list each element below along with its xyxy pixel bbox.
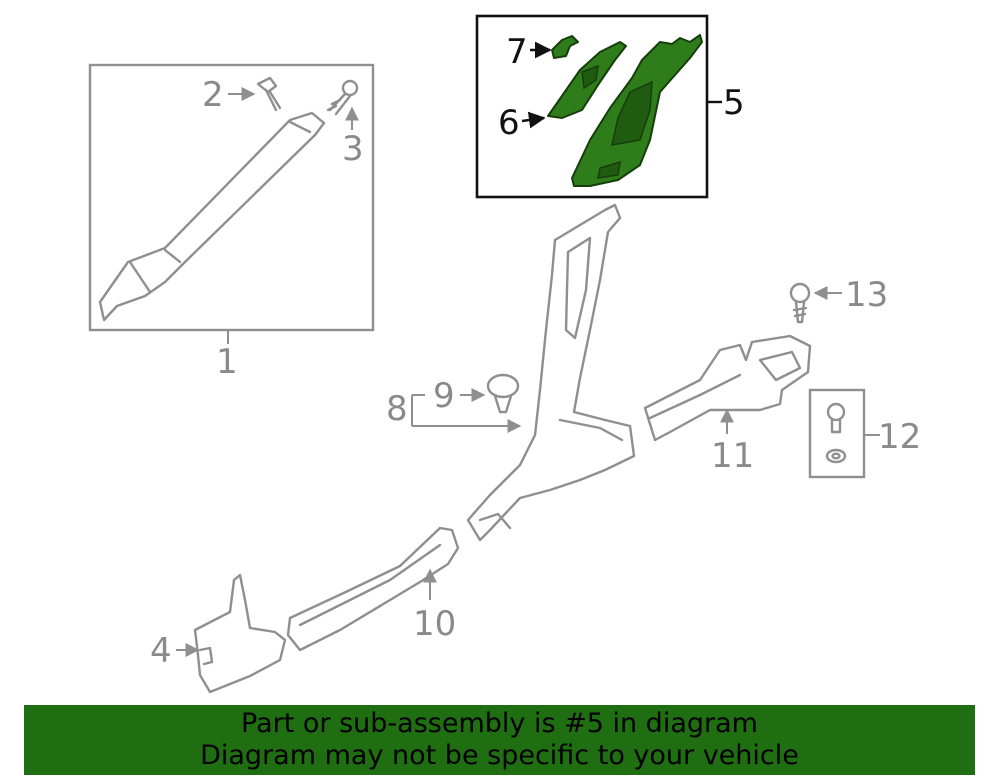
part-7-clip — [551, 35, 579, 59]
callout-2: 2 — [202, 75, 224, 115]
a-pillar-trim — [98, 111, 326, 322]
b-pillar-trim — [466, 203, 636, 542]
part-6-leader — [521, 111, 546, 129]
part-1-group — [88, 63, 375, 344]
callout-12: 12 — [878, 417, 921, 457]
callout-4: 4 — [150, 631, 172, 671]
part-5-group — [475, 14, 722, 199]
clip-part-9 — [486, 373, 520, 414]
part-8-b-pillar — [411, 203, 636, 542]
part-1-box — [88, 63, 375, 332]
callout-10: 10 — [413, 604, 456, 644]
banner-line-2: Diagram may not be specific to your vehi… — [200, 740, 799, 771]
clip-part-2 — [256, 76, 282, 112]
footer-banner: Part or sub-assembly is #5 in diagram Di… — [24, 705, 975, 775]
callout-8: 8 — [386, 389, 408, 429]
part-4-kick-panel — [176, 573, 287, 694]
callout-1: 1 — [216, 342, 238, 382]
callout-3: 3 — [342, 129, 364, 169]
callout-7: 7 — [506, 32, 528, 72]
bolt-part-3 — [326, 79, 359, 116]
part-12-group — [808, 388, 880, 479]
parts-diagram: 1 2 3 4 5 6 7 8 9 10 11 12 13 — [88, 14, 921, 694]
callout-6: 6 — [498, 103, 520, 143]
part-5-trim-recess — [611, 80, 653, 146]
part-12-screw — [826, 402, 846, 434]
part-10-sill — [286, 526, 460, 652]
part-5-box — [475, 14, 709, 199]
part-13-screw — [789, 282, 842, 324]
part-12-washer — [825, 448, 847, 464]
kick-panel — [193, 573, 287, 694]
part-11-rear-trim — [643, 334, 812, 442]
callout-13: 13 — [845, 275, 888, 315]
banner-line-1: Part or sub-assembly is #5 in diagram — [241, 708, 758, 739]
rear-quarter-trim — [643, 334, 812, 442]
a-pillar-trim-edge — [128, 120, 312, 294]
callout-5: 5 — [723, 83, 745, 123]
part-12-box — [808, 388, 866, 479]
callout-11: 11 — [711, 436, 754, 476]
callout-9: 9 — [433, 376, 455, 416]
